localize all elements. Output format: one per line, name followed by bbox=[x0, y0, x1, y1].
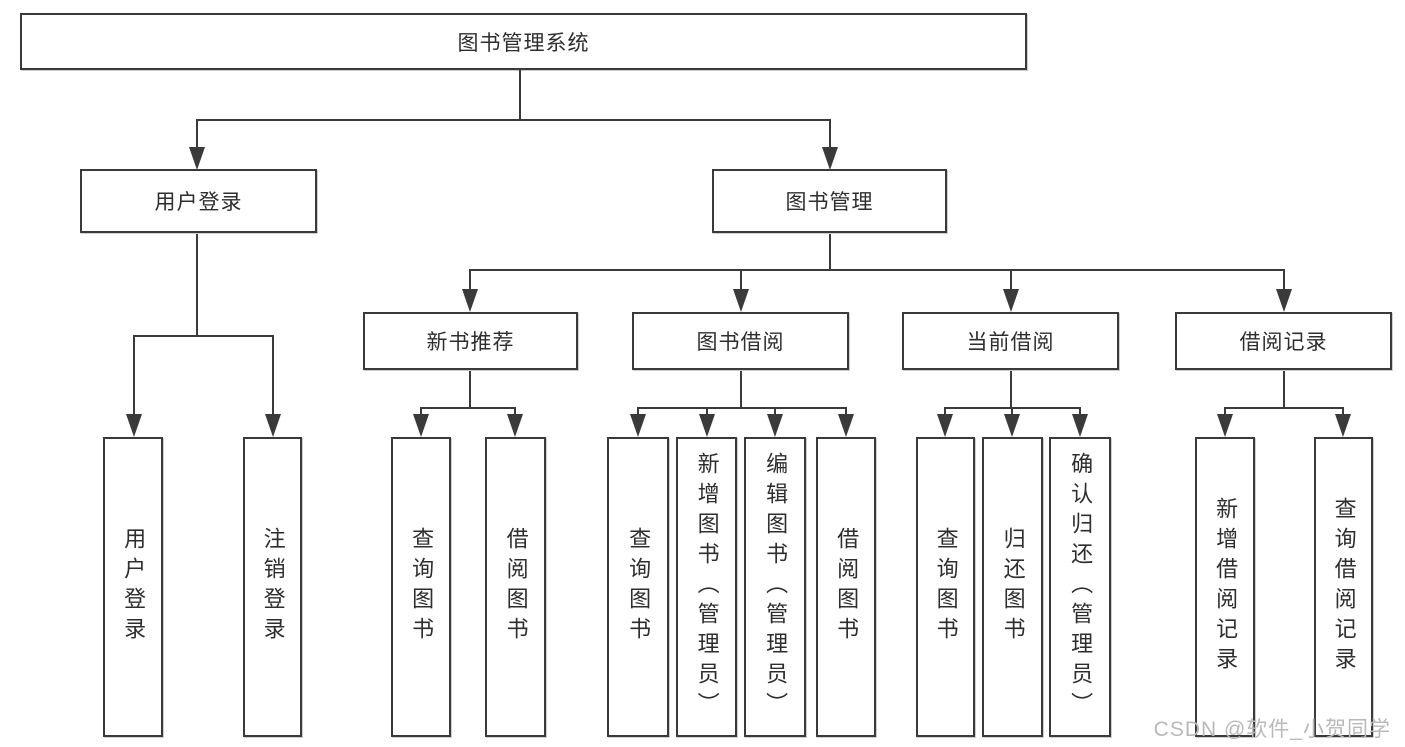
node-label: 查询图书 bbox=[626, 527, 652, 647]
node-leaf-query-books-1: 查询图书 bbox=[391, 437, 451, 737]
node-leaf-borrow-books-2: 借阅图书 bbox=[816, 437, 876, 737]
node-leaf-add-book-admin: 新增图书（管理员） bbox=[676, 437, 737, 737]
arrowheads bbox=[126, 147, 1351, 437]
node-leaf-query-books-2: 查询图书 bbox=[607, 437, 669, 737]
node-root-library-system: 图书管理系统 bbox=[20, 13, 1027, 70]
node-label: 新书推荐 bbox=[426, 331, 515, 354]
node-leaf-confirm-return-admin: 确认归还（管理员） bbox=[1049, 437, 1111, 737]
node-leaf-return-book: 归还图书 bbox=[982, 437, 1043, 737]
node-book-borrow: 图书借阅 bbox=[632, 312, 849, 370]
node-leaf-logout: 注销登录 bbox=[243, 437, 302, 737]
node-label: 当前借阅 bbox=[966, 331, 1055, 354]
node-label: 新增借阅记录 bbox=[1213, 497, 1239, 677]
node-new-book-recommend: 新书推荐 bbox=[363, 312, 578, 370]
node-label: 查询图书 bbox=[933, 527, 959, 647]
node-label: 图书管理 bbox=[785, 191, 874, 214]
node-label: 用户登录 bbox=[121, 527, 147, 647]
node-label: 借阅图书 bbox=[503, 527, 529, 647]
node-leaf-add-borrow-record: 新增借阅记录 bbox=[1195, 437, 1255, 737]
node-label: 确认归还（管理员） bbox=[1068, 452, 1094, 722]
node-leaf-user-login: 用户登录 bbox=[103, 437, 163, 737]
node-label: 归还图书 bbox=[1000, 527, 1026, 647]
node-user-login: 用户登录 bbox=[80, 169, 317, 233]
node-label: 图书借阅 bbox=[696, 331, 785, 354]
node-label: 查询借阅记录 bbox=[1331, 497, 1357, 677]
node-label: 图书管理系统 bbox=[457, 31, 590, 55]
node-leaf-borrow-books-1: 借阅图书 bbox=[485, 437, 546, 737]
node-current-borrow: 当前借阅 bbox=[902, 312, 1119, 370]
node-book-management: 图书管理 bbox=[712, 169, 947, 233]
node-leaf-query-books-3: 查询图书 bbox=[916, 437, 975, 737]
node-leaf-edit-book-admin: 编辑图书（管理员） bbox=[744, 437, 806, 737]
node-label: 注销登录 bbox=[260, 527, 286, 647]
node-label: 借阅图书 bbox=[834, 527, 860, 647]
node-label: 用户登录 bbox=[154, 191, 243, 214]
node-label: 新增图书（管理员） bbox=[694, 452, 720, 722]
node-label: 查询图书 bbox=[409, 527, 435, 647]
node-leaf-query-borrow-record: 查询借阅记录 bbox=[1314, 437, 1373, 737]
node-label: 编辑图书（管理员） bbox=[763, 452, 789, 722]
node-borrow-records: 借阅记录 bbox=[1175, 312, 1392, 370]
node-label: 借阅记录 bbox=[1239, 331, 1328, 354]
